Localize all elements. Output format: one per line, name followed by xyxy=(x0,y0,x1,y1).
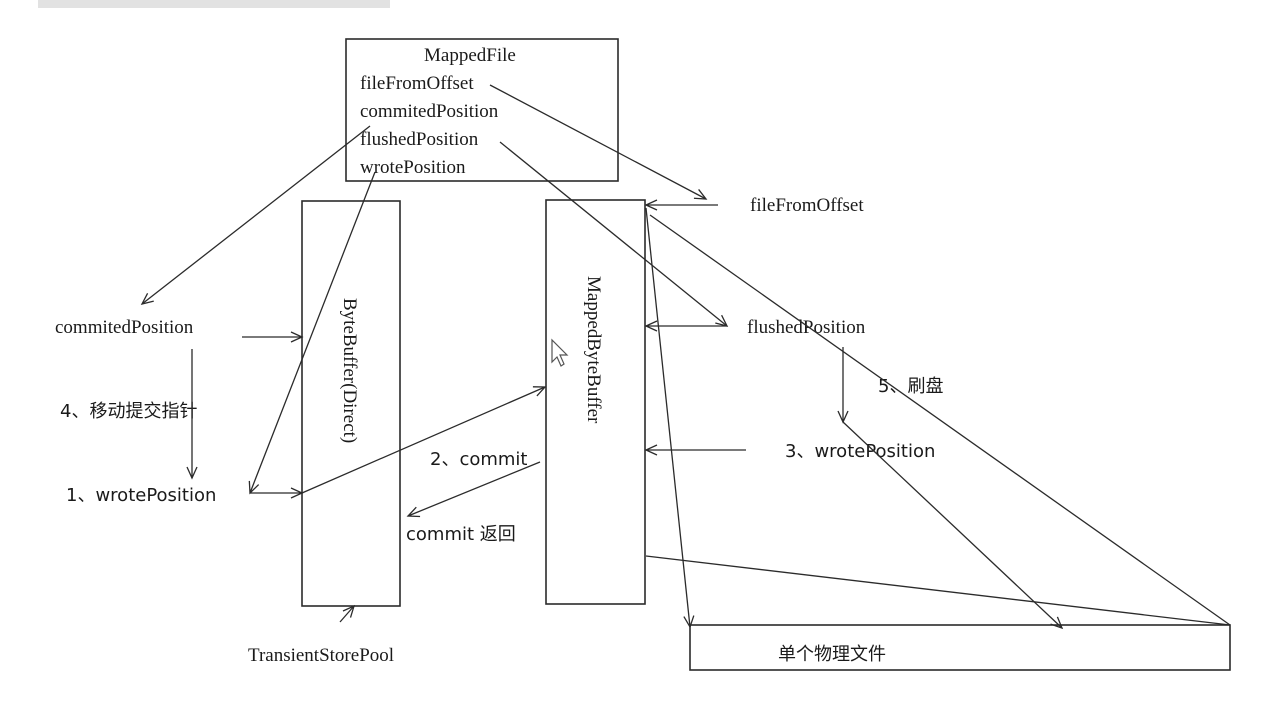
arrow-offset-field-to-label xyxy=(489,84,708,200)
step5-label: 5、刷盘 xyxy=(878,376,943,397)
field-wrote-position: wrotePosition xyxy=(360,157,466,178)
mouse-cursor-icon xyxy=(551,338,569,367)
arrow-commit xyxy=(301,386,547,494)
arrow-wrote-field-to-step1 xyxy=(248,171,376,495)
field-commited-position: commitedPosition xyxy=(360,101,499,122)
physical-file-label: 单个物理文件 xyxy=(778,644,886,665)
line-mbb-top-to-file xyxy=(645,207,695,629)
bytebuffer-label: ByteBuffer(Direct) xyxy=(339,298,360,443)
arrow-flushed-field-to-label xyxy=(499,141,729,327)
mapped-file-title: MappedFile xyxy=(424,45,516,66)
connectors xyxy=(140,84,1231,630)
line-mbb-bottom-to-file xyxy=(645,555,1231,626)
flushed-position-label: flushedPosition xyxy=(747,317,866,338)
mapped-byte-buffer-box: MappedByteBuffer xyxy=(545,199,646,605)
transient-store-pool-label: TransientStorePool xyxy=(248,645,394,666)
step3-label: 3、wrotePosition xyxy=(785,441,935,462)
mapped-file-box: MappedFile fileFromOffset commitedPositi… xyxy=(345,38,619,182)
field-flushed-position: flushedPosition xyxy=(360,129,479,150)
commit-return-label: commit 返回 xyxy=(406,524,516,545)
top-bar xyxy=(38,0,390,8)
step4-label: 4、移动提交指针 xyxy=(60,401,197,422)
arrow-flush-to-file xyxy=(842,421,1064,630)
line-mbb-right-to-file xyxy=(649,214,1231,626)
step2-label: 2、commit xyxy=(430,449,528,470)
physical-file-box: 单个物理文件 xyxy=(689,624,1231,671)
arrow-commited-field-to-label xyxy=(140,125,371,305)
file-from-offset-label: fileFromOffset xyxy=(750,195,864,216)
commited-position-label: commitedPosition xyxy=(55,317,194,338)
arrow-commit-return xyxy=(406,461,541,518)
step1-label: 1、wrotePosition xyxy=(66,485,216,506)
bytebuffer-box: ByteBuffer(Direct) xyxy=(301,200,401,607)
mapped-byte-buffer-label: MappedByteBuffer xyxy=(583,276,604,424)
arrow-pool-to-bytebuffer xyxy=(339,604,356,623)
field-file-from-offset: fileFromOffset xyxy=(360,73,474,94)
